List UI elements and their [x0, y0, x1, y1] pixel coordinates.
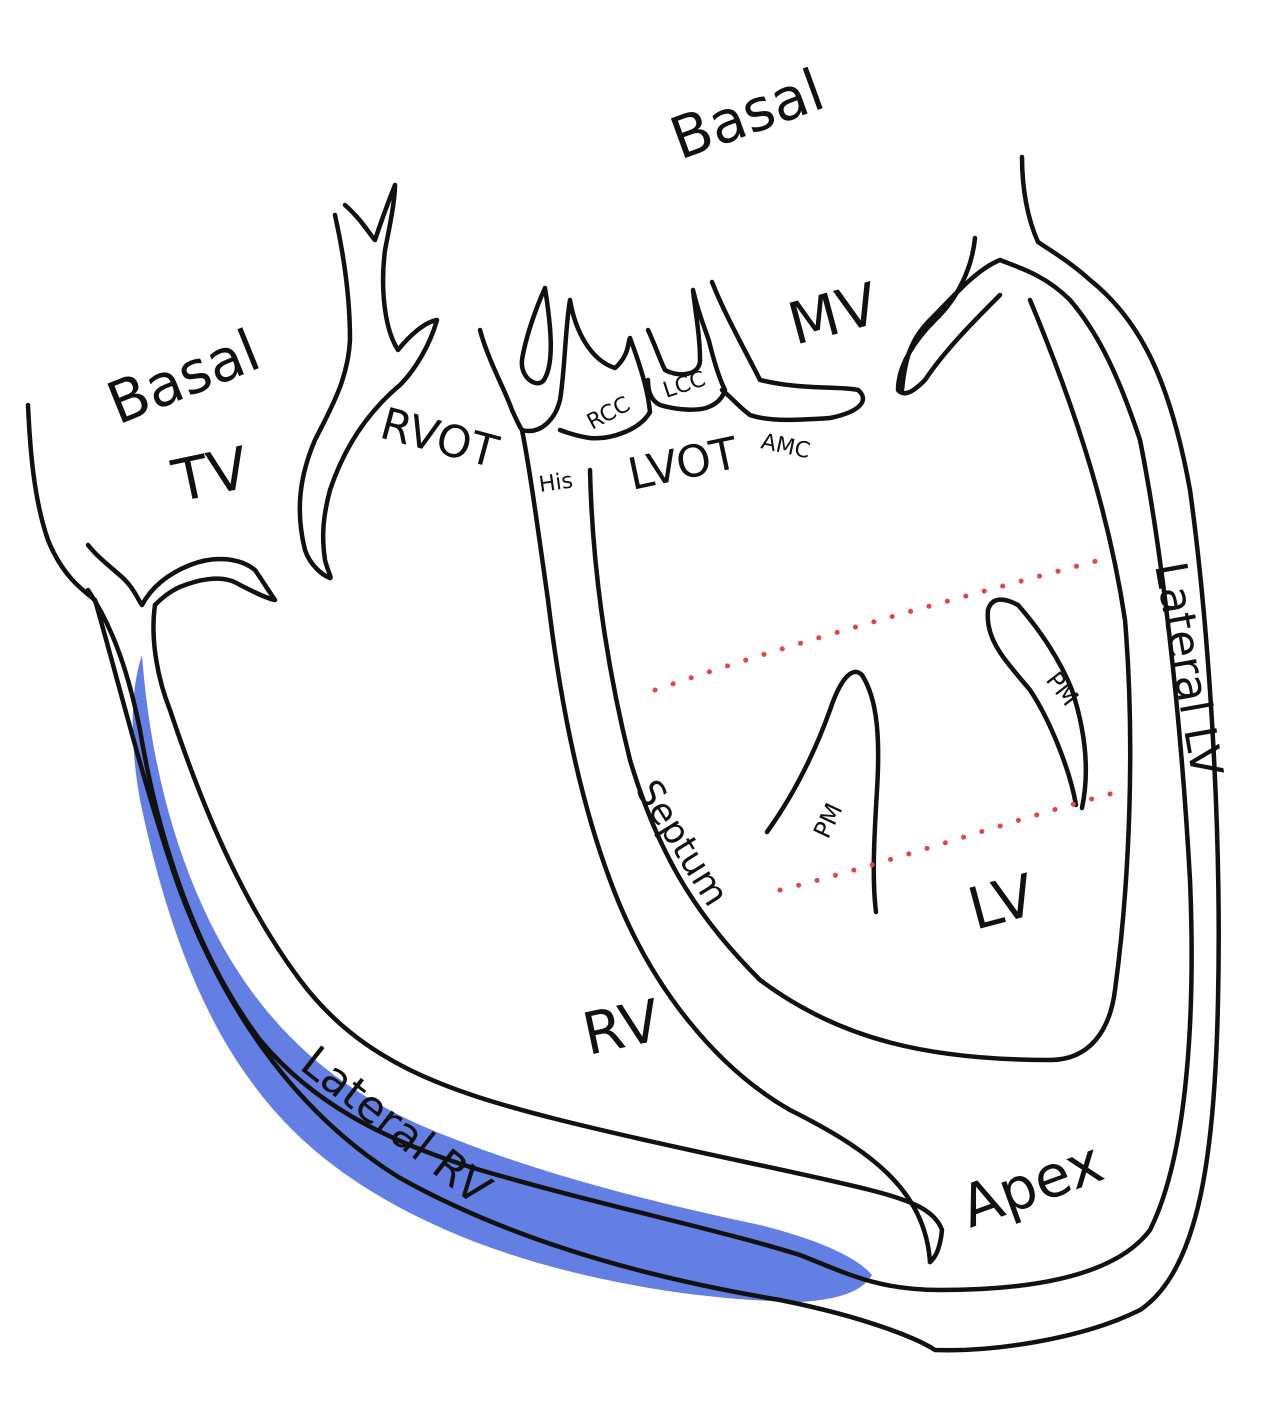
label-rvot: RVOT — [375, 398, 503, 478]
rvot-right-wall — [320, 182, 440, 581]
label-apex: Apex — [952, 1127, 1112, 1241]
label-lateral-lv: Lateral LV — [1144, 558, 1232, 780]
label-mv: MV — [781, 270, 886, 359]
septum-right-border — [519, 427, 933, 1265]
lcc-cusp — [645, 287, 728, 412]
label-tv: TV — [166, 433, 255, 515]
outer-wall — [25, 154, 1221, 1353]
label-lvot: LVOT — [624, 428, 743, 501]
septum-left-border — [587, 297, 1133, 1063]
rvot-left-wall — [297, 212, 353, 581]
level-marker-upper — [652, 557, 1103, 693]
label-lv: LV — [961, 861, 1042, 944]
rv-free-wall-inner — [85, 257, 1194, 1293]
label-rv: RV — [577, 986, 667, 1069]
mitral-posterior-leaflet — [895, 235, 1003, 396]
label-septum: Septum — [627, 773, 736, 913]
papillary-muscle-left — [764, 669, 881, 915]
lateral-rv-highlight — [132, 655, 873, 1302]
label-basal-left: Basal — [98, 316, 269, 438]
label-pm-left: PM — [808, 799, 848, 843]
tricuspid-leaflet — [85, 542, 278, 608]
papillary-muscle-right — [985, 597, 1089, 811]
label-basal-top: Basal — [662, 55, 833, 173]
amc-mitral-anterior — [709, 279, 866, 423]
label-amc: AMC — [759, 429, 813, 464]
label-his: His — [537, 468, 574, 498]
rv-endocardium — [151, 602, 945, 1265]
rcc-cusp — [477, 297, 653, 441]
aortic-root-left — [519, 285, 554, 386]
